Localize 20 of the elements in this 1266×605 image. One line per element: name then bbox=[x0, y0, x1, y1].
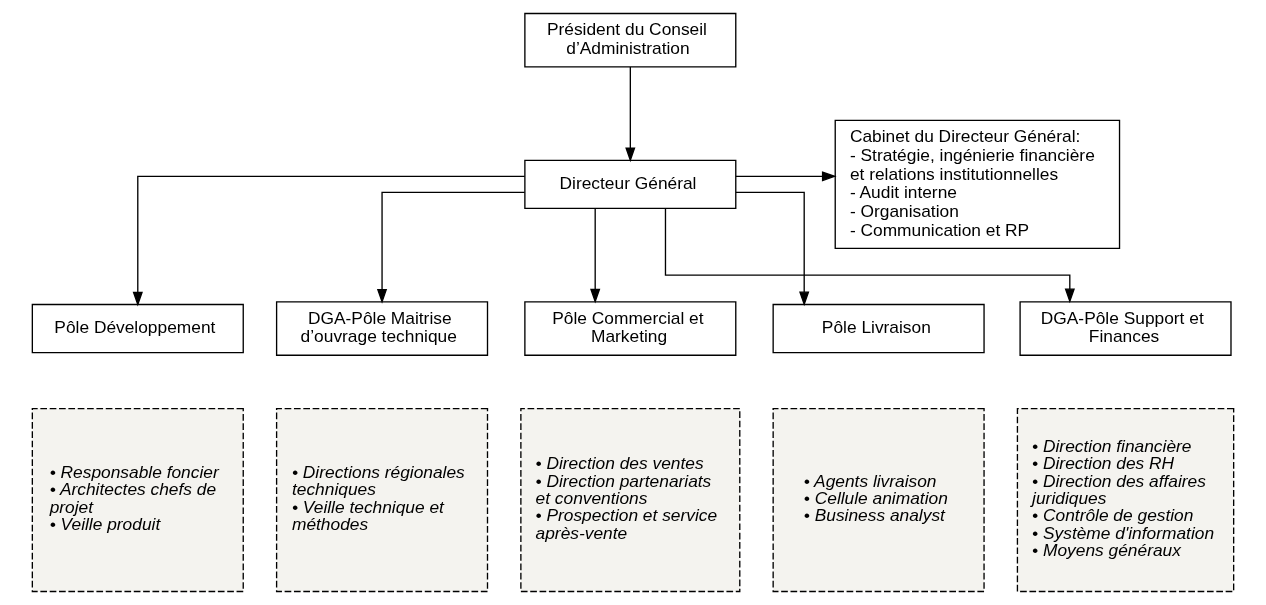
node-box: Directeur Général bbox=[524, 159, 737, 210]
arrow bbox=[664, 208, 1075, 304]
node-box: Pôle Livraison bbox=[772, 303, 985, 354]
arrow bbox=[625, 66, 636, 163]
arrow bbox=[735, 171, 837, 182]
node-box: • Direction des ventes • Direction partenariats et conventions • Prospection et service après-vente bbox=[520, 407, 741, 593]
node-box: Pôle Développement bbox=[31, 303, 244, 354]
node-box: • Responsable foncier • Architectes chefs de projet • Veille produit bbox=[31, 407, 244, 593]
node-box: Cabinet du Directeur Général: - Stratégie, ingénierie financière et relations institutionnelles - Audit interne - Organisation - Communication et RP bbox=[834, 119, 1121, 250]
node-box: DGA-Pôle Support et Finances bbox=[1019, 301, 1232, 356]
node-box: Pôle Commercial et Marketing bbox=[524, 301, 737, 356]
node-box: Président du Conseil d’Administration bbox=[524, 12, 737, 68]
arrow bbox=[376, 191, 526, 304]
arrow bbox=[590, 208, 601, 304]
node-box: • Agents livraison • Cellule animation • Business analyst bbox=[772, 407, 985, 593]
node-box: • Directions régionales techniques • Veille technique et méthodes bbox=[275, 407, 489, 593]
node-box: • Direction financière • Direction des RH • Direction des affaires juridiques • Contrôle de gestion • Système d'information • Moyens généraux bbox=[1016, 407, 1235, 593]
arrow bbox=[735, 191, 810, 307]
node-box: DGA-Pôle Maitrise d’ouvrage technique bbox=[275, 301, 489, 356]
arrow bbox=[132, 175, 526, 307]
